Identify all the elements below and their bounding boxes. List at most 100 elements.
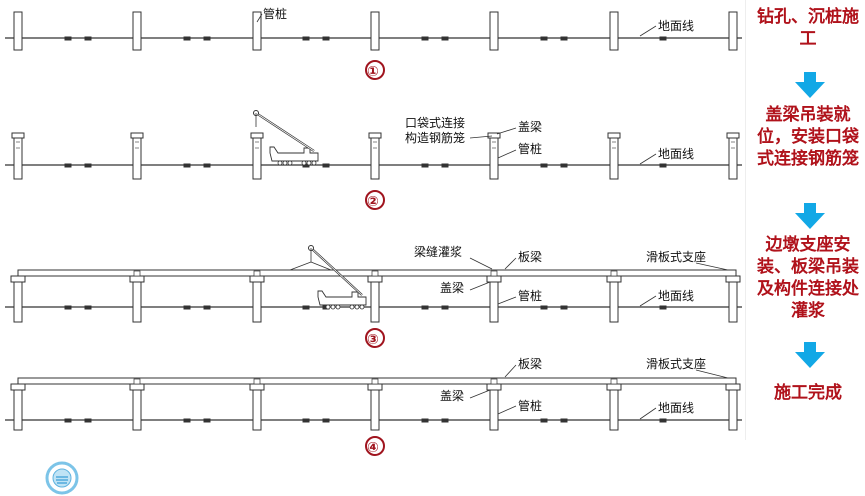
- lifting-sling: [289, 261, 312, 271]
- cap-beam: [726, 132, 740, 139]
- ground-mark: [64, 418, 72, 423]
- ground-mark: [302, 36, 310, 41]
- cap-beam: [249, 383, 265, 391]
- crane-wheel: [282, 160, 288, 166]
- label-cage-line1: 口袋式连接: [405, 115, 465, 130]
- leader-line: [639, 407, 657, 420]
- ground-mark: [84, 305, 92, 310]
- crane-wheel: [354, 304, 360, 310]
- sliding-bearing: [10, 383, 26, 391]
- joint-grout: [133, 270, 141, 277]
- ground-mark: [203, 36, 211, 41]
- pile: [132, 137, 142, 180]
- crane-wheel: [330, 304, 336, 310]
- ground-mark: [659, 163, 667, 168]
- pile: [252, 137, 262, 180]
- divider: [745, 0, 746, 440]
- ground-mark: [560, 305, 568, 310]
- ground-mark: [441, 418, 449, 423]
- pile: [252, 281, 262, 323]
- label-cap-beam-2: 盖梁: [518, 119, 542, 134]
- pile: [489, 281, 499, 323]
- ground-mark: [183, 418, 191, 423]
- leader-line: [639, 153, 657, 165]
- label-ground-4: 地面线: [658, 401, 694, 415]
- label-pile-1: 管桩: [263, 6, 287, 21]
- cap-beam: [607, 132, 621, 139]
- cap-beam: [606, 275, 622, 283]
- label-cage-line2: 构造钢筋笼: [405, 130, 465, 145]
- leader-line: [695, 369, 729, 379]
- ground-mark: [322, 163, 330, 168]
- sliding-bearing: [10, 275, 26, 283]
- cap-beam: [11, 132, 25, 139]
- label-joint-grout-3: 梁缝灌浆: [414, 244, 462, 259]
- ground-mark: [84, 163, 92, 168]
- ground-mark: [659, 418, 667, 423]
- stage-number-circle: [365, 436, 385, 456]
- ground-mark: [659, 305, 667, 310]
- ground-mark: [302, 305, 310, 310]
- stage-number-3: ③: [367, 332, 379, 348]
- leader-line: [469, 257, 493, 270]
- crane-wheel: [335, 304, 341, 310]
- pile: [609, 389, 619, 431]
- cap-beam: [368, 132, 382, 139]
- pile: [132, 389, 142, 431]
- joint-grout: [133, 378, 141, 385]
- ground-mark: [64, 36, 72, 41]
- pile: [13, 137, 23, 180]
- construction-stages-diagram: 管桩 地面线 ① 口袋式连接 构造钢筋笼 盖梁 管桩 地面线 ② 梁缝灌浆 板梁…: [5, 6, 742, 495]
- pile: [132, 11, 142, 51]
- ground-mark: [322, 418, 330, 423]
- ground-mark: [560, 163, 568, 168]
- ground-mark: [183, 36, 191, 41]
- joint-grout: [610, 270, 618, 277]
- ground-mark: [421, 418, 429, 423]
- label-pile-2: 管桩: [518, 141, 542, 156]
- crane-wheel: [349, 304, 355, 310]
- stage-number-circle: [365, 60, 385, 80]
- cap-beam: [367, 383, 383, 391]
- ground-mark: [441, 36, 449, 41]
- step-2-text: 盖梁吊装就位，安装口袋式连接钢筋笼: [757, 105, 859, 169]
- crane-wheel: [311, 160, 317, 166]
- step-1-text: 钻孔、沉桩施工: [757, 7, 859, 49]
- joint-grout: [490, 270, 498, 277]
- step-4-text: 施工完成: [774, 383, 842, 403]
- crane-wheel: [359, 304, 365, 310]
- label-bearing-3: 滑板式支座: [646, 249, 706, 264]
- ground-mark: [560, 418, 568, 423]
- stage-number-circle: [365, 190, 385, 210]
- pile: [13, 11, 23, 51]
- pile: [728, 11, 738, 51]
- ground-mark: [540, 305, 548, 310]
- ground-mark: [64, 305, 72, 310]
- crane-wheel: [306, 160, 312, 166]
- label-slab-4: 板梁: [518, 356, 542, 371]
- ground-mark: [441, 163, 449, 168]
- ground-mark: [84, 418, 92, 423]
- leader-line: [469, 135, 493, 139]
- crane-truck: [317, 290, 367, 306]
- cap-beam: [129, 383, 145, 391]
- lifting-sling: [310, 261, 332, 271]
- pile: [370, 137, 380, 180]
- leader-line: [469, 281, 491, 291]
- cap-beam: [487, 132, 501, 139]
- pile: [609, 281, 619, 323]
- joint-grout: [253, 270, 261, 277]
- pile: [728, 137, 738, 180]
- pile: [13, 281, 23, 323]
- pile: [252, 389, 262, 431]
- joint-grout: [253, 378, 261, 385]
- cap-beam: [486, 275, 502, 283]
- label-slab-3: 板梁: [518, 249, 542, 264]
- crane-wheel: [287, 160, 293, 166]
- cap-beam: [129, 275, 145, 283]
- pile: [489, 389, 499, 431]
- university-seal-icon: [45, 461, 79, 495]
- leader-line: [469, 389, 491, 399]
- step-3-text: 边墩支座安装、板梁吊装及构件连接处灌浆: [757, 235, 859, 321]
- leader-line: [504, 364, 517, 378]
